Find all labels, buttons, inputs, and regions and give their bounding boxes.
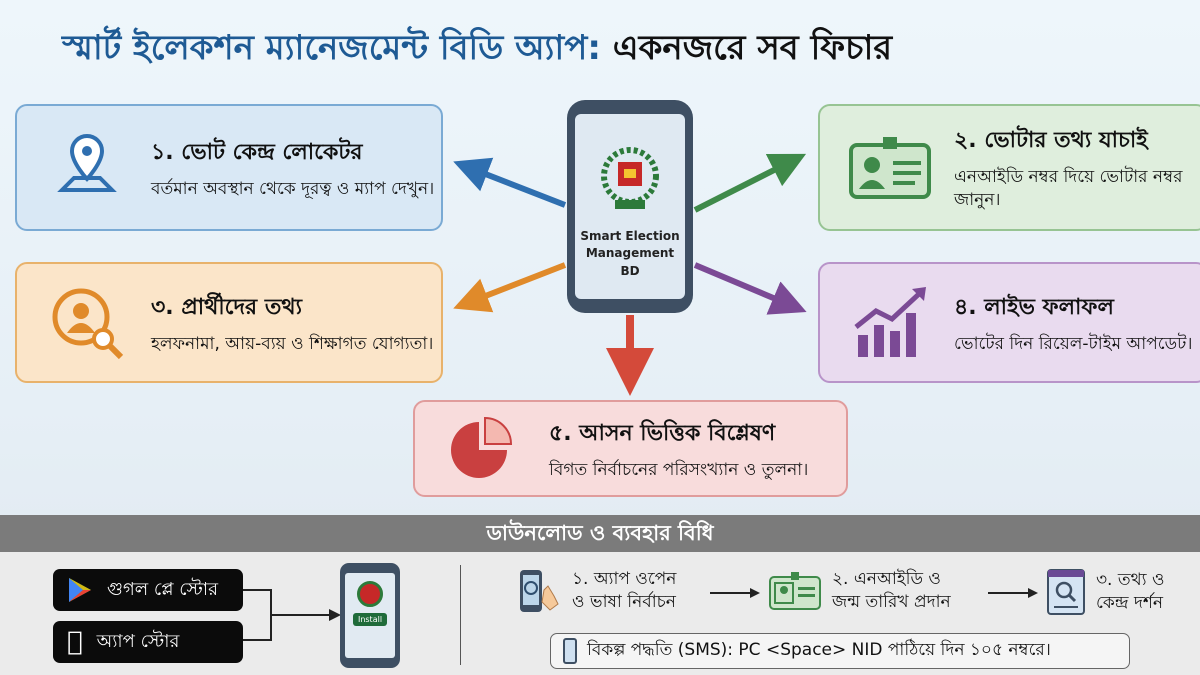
- store-label: অ্যাপ স্টোর: [81, 630, 180, 652]
- step-text: কেন্দ্র দর্শন: [1096, 593, 1164, 613]
- election-commission-logo: [357, 581, 383, 607]
- step-text: জন্ম তারিখ প্রদান: [832, 591, 951, 612]
- feature-desc: বিগত নির্বাচনের পরিসংখ্যান ও তুলনা।: [549, 459, 809, 480]
- search-document-icon: [1047, 569, 1085, 615]
- map-pin-icon: [37, 123, 137, 213]
- google-play-icon: [69, 578, 91, 602]
- feature-desc: এনআইডি নম্বর দিয়ে ভোটার নম্বর জানুন।: [954, 167, 1183, 210]
- install-phone: Install: [340, 563, 400, 668]
- app-name: Smart Election Management BD: [580, 229, 680, 278]
- feature-desc: বর্তমান অবস্থান থেকে দূরত্ব ও ম্যাপ দেখু…: [151, 178, 435, 199]
- person-search-icon: [37, 278, 137, 368]
- arrow-right-icon: [710, 588, 760, 598]
- arrow-to-feature-2: [693, 153, 807, 213]
- step-text: ২. এনআইডি ও: [832, 569, 941, 589]
- feature-card-seat-analysis: ৫. আসন ভিত্তিক বিশ্লেষণ বিগত নির্বাচনের প…: [413, 400, 848, 497]
- feature-card-live-results: ৪. লাইভ ফলাফল ভোটের দিন রিয়েল-টাইম আপডেট…: [818, 262, 1200, 383]
- sms-instruction: বিকল্প পদ্ধতি (SMS): PC <Space> NID পাঠি…: [587, 640, 1051, 660]
- id-card-icon: [840, 123, 940, 213]
- feature-card-candidate-info: ৩. প্রার্থীদের তথ্য হলফনামা, আয়-ব্যয় ও …: [15, 262, 443, 383]
- arrow-to-feature-4: [693, 262, 807, 315]
- bar-chart-icon: [840, 278, 940, 368]
- feature-title: ৪. লাইভ ফলাফল: [954, 294, 1114, 320]
- phone-mockup: Smart Election Management BD: [567, 100, 693, 313]
- google-play-button[interactable]: গুগল প্লে স্টোর: [53, 569, 243, 611]
- connector-arrow: [243, 589, 341, 641]
- feature-desc: ভোটের দিন রিয়েল-টাইম আপডেট।: [954, 333, 1193, 354]
- page-title: স্মার্ট ইলেকশন ম্যানেজমেন্ট বিডি অ্যাপ: …: [62, 22, 892, 79]
- divider: [460, 565, 461, 665]
- feature-card-voter-verify: ২. ভোটার তথ্য যাচাই এনআইডি নম্বর দিয়ে ভো…: [818, 104, 1200, 231]
- download-heading: ডাউনলোড ও ব্যবহার বিধি: [0, 515, 1200, 552]
- step-text: ১. অ্যাপ ওপেন: [572, 569, 677, 590]
- feature-title: ৫. আসন ভিত্তিক বিশ্লেষণ: [549, 420, 776, 446]
- apple-icon: : [67, 627, 83, 657]
- sms-alternative-box: বিকল্প পদ্ধতি (SMS): PC <Space> NID পাঠি…: [550, 633, 1130, 669]
- feature-desc: হলফনামা, আয়-ব্যয় ও শিক্ষাগত যোগ্যতা।: [151, 333, 434, 354]
- install-button[interactable]: Install: [352, 613, 388, 626]
- phone-icon: [563, 638, 577, 664]
- feature-card-polling-locator: ১. ভোট কেন্দ্র লোকেটর বর্তমান অবস্থান থেক…: [15, 104, 443, 231]
- arrow-to-feature-1: [453, 157, 567, 208]
- store-label: গুগল প্লে স্টোর: [107, 578, 218, 600]
- phone-touch-icon: [520, 570, 559, 612]
- feature-title: ৩. প্রার্থীদের তথ্য: [151, 294, 302, 320]
- arrow-right-icon: [988, 588, 1038, 598]
- id-card-icon: [769, 571, 821, 610]
- step-text: ও ভাষা নির্বাচন: [572, 592, 676, 612]
- app-store-button[interactable]:  অ্যাপ স্টোর: [53, 621, 243, 663]
- arrow-to-feature-3: [453, 262, 567, 313]
- election-commission-logo: [601, 147, 659, 209]
- title-part1: স্মার্ট ইলেকশন ম্যানেজমেন্ট বিডি অ্যাপ:: [62, 28, 601, 68]
- feature-title: ১. ভোট কেন্দ্র লোকেটর: [151, 139, 363, 165]
- arrows: [453, 153, 807, 396]
- feature-title: ২. ভোটার তথ্য যাচাই: [954, 128, 1148, 154]
- step-text: ৩. তথ্য ও: [1096, 570, 1165, 591]
- title-part2: একনজরে সব ফিচার: [612, 28, 893, 68]
- pie-chart-icon: [435, 404, 535, 494]
